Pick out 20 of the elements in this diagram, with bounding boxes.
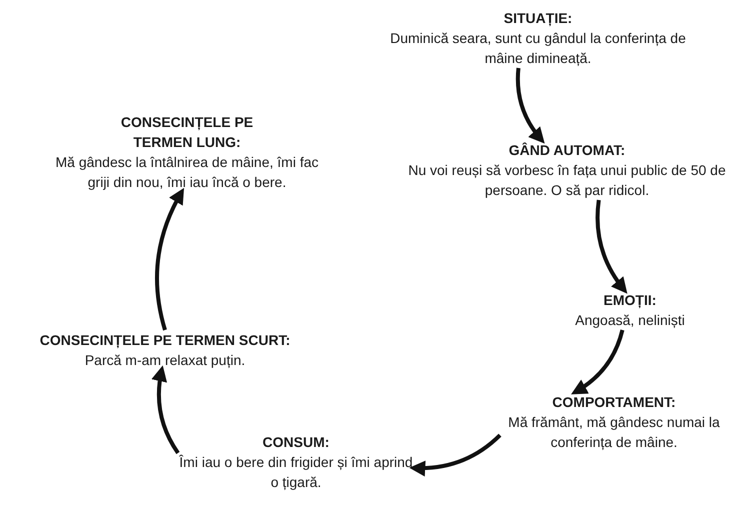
step-description: Parcă m-am relaxat puțin. [84,351,246,370]
curved-arrow [516,68,545,144]
curved-arrow [155,188,184,331]
step-heading: SITUAȚIE: [504,9,572,28]
curved-arrow [152,365,180,454]
step-description: Angoasă, neliniști [575,311,685,330]
step-description: Duminică seara, sunt cu gândul la conferința de mâine dimineață. [389,29,687,68]
step-heading: EMOȚII: [604,291,656,310]
step-heading: CONSUM: [262,433,330,452]
step-description: Mă frământ, mă gândesc numai la conferința de mâine. [507,413,721,452]
step-heading: CONSECINȚELE PE TERMEN SCURT: [40,331,290,350]
curved-arrow [409,434,502,476]
step-description: Îmi iau o bere din frigider și îmi aprind o țigară. [178,453,414,492]
step-heading: GÂND AUTOMAT: [508,141,626,160]
curved-arrow [571,329,624,394]
step-heading: CONSECINȚELE PE TERMEN LUNG: [120,113,254,152]
step-description: Mă gândesc la întâlnirea de mâine, îmi fac griji din nou, îmi iau încă o bere. [54,153,320,192]
step-description: Nu voi reuși să vorbesc în fața unui public de 50 de persoane. O să par ridicol. [408,161,726,200]
curved-arrow [596,200,628,294]
step-heading: COMPORTAMENT: [552,393,676,412]
